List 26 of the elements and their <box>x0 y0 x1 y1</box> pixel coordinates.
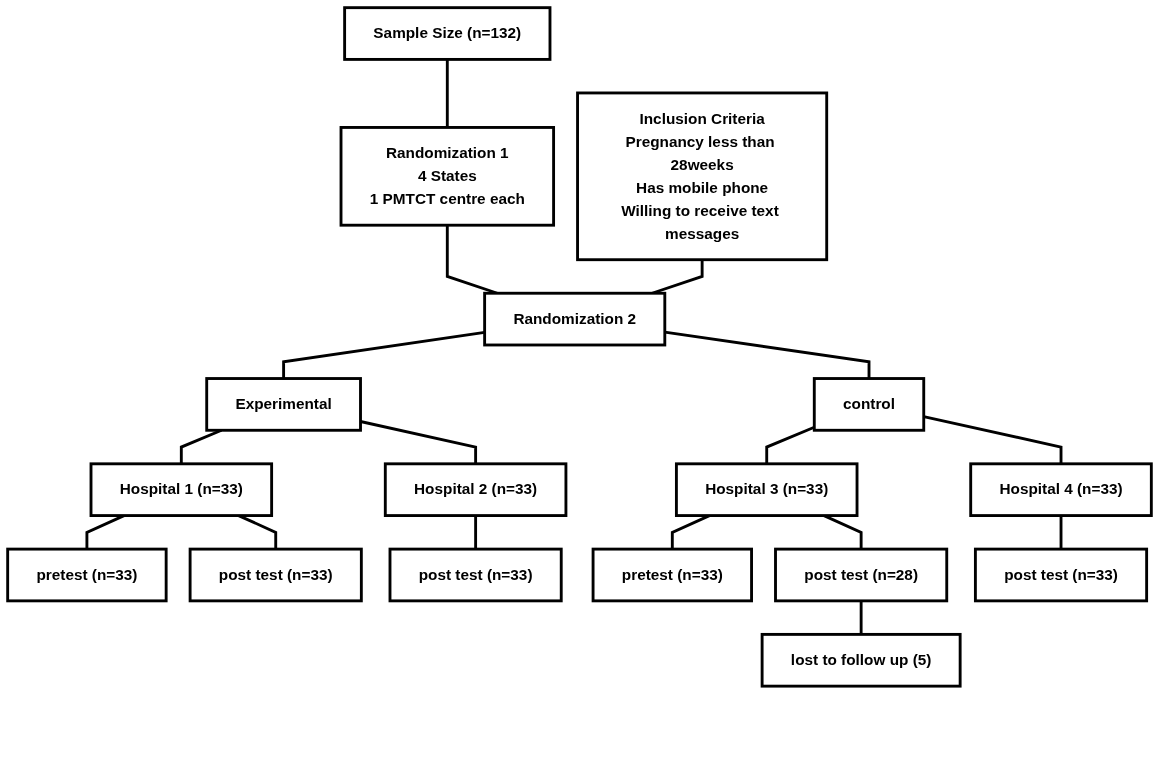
node-box: pretest (n=33) <box>591 547 753 603</box>
node-box: pretest (n=33) <box>6 547 168 603</box>
node-box: post test (n=28) <box>774 547 949 603</box>
connector <box>445 59 449 128</box>
connector <box>360 420 478 464</box>
node-box: Experimental <box>205 377 362 432</box>
connector <box>859 600 863 635</box>
node-box: Randomization 1 4 States 1 PMTCT centre each <box>339 126 556 227</box>
node-box: lost to follow up (5) <box>760 632 962 688</box>
connector <box>923 415 1063 464</box>
node-box: Hospital 3 (n=33) <box>674 462 859 517</box>
connector <box>765 425 815 464</box>
connector <box>664 330 871 379</box>
node-box: control <box>812 377 926 432</box>
connector <box>1059 515 1063 550</box>
node-box: Sample Size (n=132) <box>343 6 552 61</box>
node-box: Hospital 2 (n=33) <box>383 462 568 517</box>
node-box: Hospital 4 (n=33) <box>969 462 1153 517</box>
node-box: post test (n=33) <box>388 547 563 603</box>
node-box: Randomization 2 <box>483 291 667 347</box>
node-box: post test (n=33) <box>973 547 1149 603</box>
node-box: Inclusion Criteria Pregnancy less than 28weeks Has mobile phone Willing to receive text messages <box>576 91 829 262</box>
node-box: Hospital 1 (n=33) <box>89 462 274 517</box>
node-box: post test (n=33) <box>188 547 363 603</box>
connector <box>474 515 478 550</box>
connector <box>282 330 485 379</box>
